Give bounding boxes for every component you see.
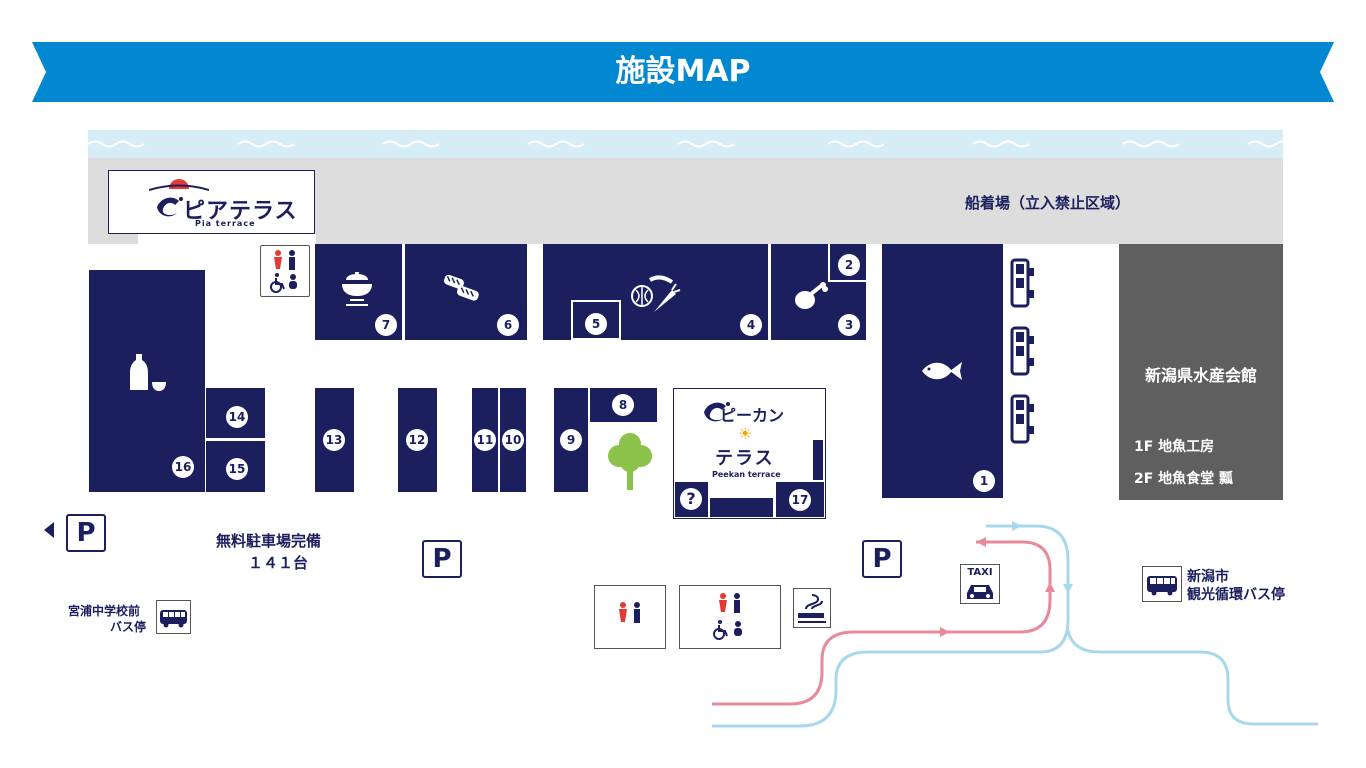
page-title: 施設MAP	[615, 54, 751, 89]
parking-count: １４１台	[248, 554, 309, 572]
shop-number-6: 6	[497, 314, 519, 336]
suisan-floor-2: 2F 地魚食堂 瓢	[1134, 471, 1234, 487]
smoking-icon	[798, 594, 826, 623]
shop-number-12: 12	[406, 429, 428, 451]
sushi-icon	[443, 274, 479, 301]
bus-stop-right[interactable]	[1142, 566, 1182, 602]
arrow-icon	[1063, 584, 1073, 594]
accessible-restroom-icon	[713, 593, 742, 640]
bus-stop-right-line2: 観光循環バス停	[1187, 587, 1285, 603]
parking-sign-left[interactable]: P	[66, 514, 106, 552]
vegetables-icon	[631, 275, 681, 312]
sun-icon	[149, 179, 209, 191]
restroom-icon	[619, 602, 640, 623]
bus-bay-icon	[1010, 258, 1034, 308]
shop-number-5: 5	[585, 313, 607, 335]
rice-bowl-icon	[342, 272, 372, 306]
pia-terrace-logo[interactable]: ピアテラス Pia terrace	[108, 170, 315, 234]
parking-sign-right[interactable]: P	[862, 540, 902, 578]
pia-terrace-sub: Pia terrace	[195, 219, 256, 228]
banner-shape	[32, 42, 1334, 102]
shop-number-16: 16	[172, 456, 194, 478]
sake-icon	[130, 354, 166, 391]
bird-icon	[157, 197, 183, 217]
taxi-label: TAXI	[967, 567, 993, 578]
shop-number-2: 2	[838, 254, 860, 276]
water-strip	[87, 130, 1291, 158]
peekan-counter	[710, 498, 773, 517]
parking-sign-center[interactable]: P	[422, 540, 462, 578]
bus-stop-right-line1: 新潟市	[1187, 569, 1229, 585]
shop-number-9: 9	[560, 429, 582, 451]
tree-icon	[608, 433, 652, 490]
arrow-icon	[1045, 582, 1055, 592]
suisan-kaikan-name: 新潟県水産会館	[1144, 366, 1257, 385]
suisan-kaikan-building[interactable]	[1119, 244, 1283, 500]
shop-number-3: 3	[838, 314, 860, 336]
route-pink	[712, 540, 1052, 706]
toilet-sign-accessible	[679, 585, 781, 649]
shop-number-11: 11	[474, 429, 496, 451]
info-icon: ?	[680, 488, 702, 510]
route-blue-right	[1066, 629, 1318, 726]
peekan-name-2: テラス	[715, 448, 775, 469]
arrow-icon	[940, 627, 950, 637]
smoking-area-sign	[793, 588, 831, 628]
bus-stop-left-line1: 宮浦中学校前	[68, 604, 141, 618]
peekan-name-1: ピーカン	[720, 406, 785, 425]
parking-label: 無料駐車場完備	[216, 532, 322, 550]
bus-bay-icon	[1010, 326, 1034, 376]
fish-icon	[922, 362, 962, 380]
chicken-leg-icon	[795, 282, 828, 309]
arrow-icon	[976, 537, 986, 547]
toilet-sign-top	[260, 245, 310, 297]
bus-stop-left[interactable]	[156, 600, 191, 634]
taxi-icon	[967, 585, 993, 599]
bus-icon	[160, 610, 187, 628]
shop-number-15: 15	[226, 458, 248, 480]
toilet-sign-small	[594, 585, 666, 649]
pier-label: 船着場（立入禁止区域）	[965, 194, 1131, 212]
arrow-icon	[1012, 521, 1022, 531]
shop-number-10: 10	[502, 429, 524, 451]
bus-bay-icon	[1010, 394, 1034, 444]
taxi-stand[interactable]: TAXI	[960, 564, 1000, 604]
peekan-side-bar	[813, 440, 823, 480]
shop-number-7: 7	[375, 314, 397, 336]
title-banner: 施設MAP	[0, 42, 1366, 102]
shop-number-8: 8	[612, 394, 634, 416]
restroom-icon	[270, 250, 297, 293]
bird-icon	[704, 402, 730, 422]
route-blue-main	[712, 524, 1070, 728]
parking-arrow-icon	[44, 522, 54, 538]
shop-number-4: 4	[740, 314, 762, 336]
bus-stop-left-line2: バス停	[110, 620, 147, 634]
shop-number-13: 13	[323, 429, 345, 451]
suisan-floor-1: 1F 地魚工房	[1134, 439, 1215, 455]
pier-cutout	[138, 234, 316, 246]
pia-terrace-name: ピアテラス	[183, 199, 298, 224]
bus-icon	[1147, 576, 1177, 596]
peekan-sub: Peekan terrace	[712, 470, 781, 479]
shop-number-14: 14	[226, 406, 248, 428]
sun-icon: ☀	[738, 424, 753, 443]
shop-number-17: 17	[789, 489, 811, 511]
shop-number-1: 1	[973, 470, 995, 492]
